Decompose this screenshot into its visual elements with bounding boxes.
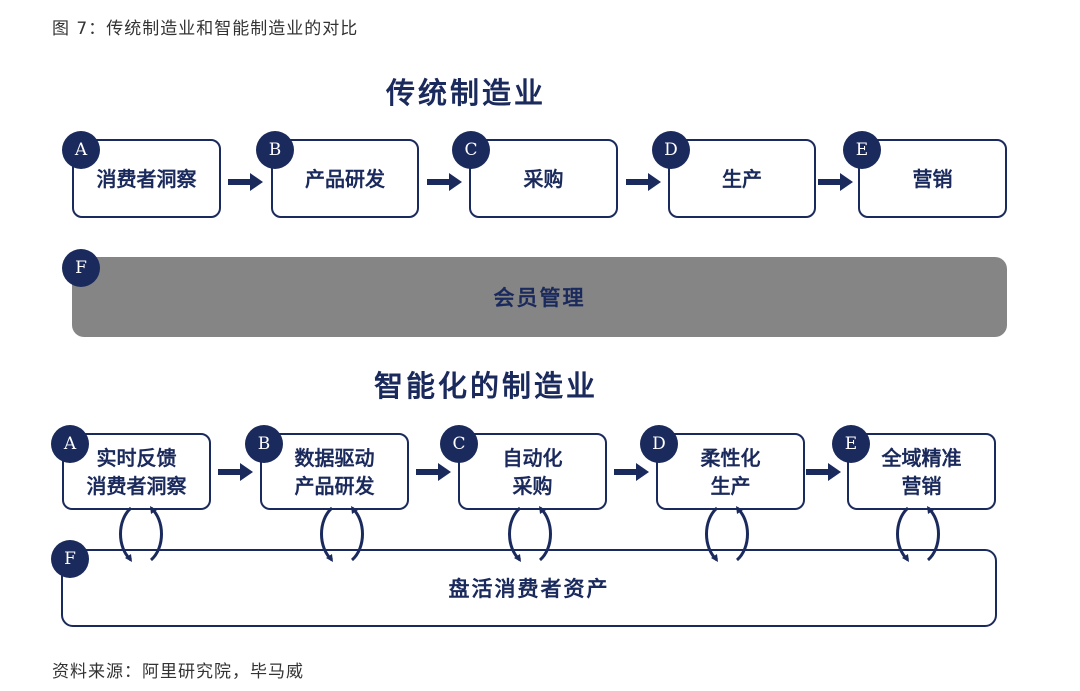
smart-step-b-label: 数据驱动 产品研发 <box>294 445 375 498</box>
smart-arrow-cd-icon <box>614 463 649 481</box>
smart-step-d-label: 柔性化 生产 <box>700 445 761 498</box>
trad-badge-e: E <box>843 131 881 169</box>
smart-title: 智能化的制造业 <box>374 369 599 403</box>
figure-caption: 图 7：传统制造业和智能制造业的对比 <box>52 19 359 39</box>
smart-cycle-c-icon <box>508 506 552 562</box>
trad-step-c-label: 采购 <box>523 166 564 191</box>
smart-step-c: 自动化 采购 <box>458 433 607 510</box>
smart-badge-d: D <box>640 425 678 463</box>
trad-badge-c: C <box>452 131 490 169</box>
smart-arrow-de-icon <box>806 463 841 481</box>
trad-step-d-label: 生产 <box>722 166 762 191</box>
trad-step-e-label: 营销 <box>912 166 953 191</box>
smart-cycle-d-icon <box>705 506 749 562</box>
smart-step-e: 全域精准 营销 <box>847 433 996 510</box>
trad-step-a: 消费者洞察 <box>72 139 221 218</box>
trad-step-b: 产品研发 <box>271 139 419 218</box>
smart-badge-c: C <box>440 425 478 463</box>
smart-step-e-label: 全域精准 营销 <box>881 445 962 498</box>
trad-base-label: 会员管理 <box>493 285 586 310</box>
smart-base-bar: 盘活消费者资产 <box>61 549 997 627</box>
trad-step-c: 采购 <box>469 139 618 218</box>
smart-badge-e: E <box>832 425 870 463</box>
smart-arrow-bc-icon <box>416 463 451 481</box>
trad-step-b-label: 产品研发 <box>305 166 385 191</box>
smart-badge-f: F <box>51 540 89 578</box>
trad-arrow-cd-icon <box>626 173 661 191</box>
trad-badge-b: B <box>256 131 294 169</box>
smart-arrow-ab-icon <box>218 463 253 481</box>
trad-step-d: 生产 <box>668 139 816 218</box>
smart-cycle-a-icon <box>119 506 163 562</box>
trad-badge-a: A <box>62 131 100 169</box>
smart-cycle-b-icon <box>320 506 364 562</box>
smart-badge-a: A <box>51 425 89 463</box>
trad-arrow-bc-icon <box>427 173 462 191</box>
trad-badge-f: F <box>62 249 100 287</box>
trad-arrow-ab-icon <box>228 173 263 191</box>
smart-cycle-e-icon <box>896 506 940 562</box>
smart-badge-b: B <box>245 425 283 463</box>
trad-arrow-de-icon <box>818 173 853 191</box>
smart-step-d: 柔性化 生产 <box>656 433 805 510</box>
trad-base-bar: 会员管理 <box>72 257 1007 337</box>
smart-step-b: 数据驱动 产品研发 <box>260 433 409 510</box>
trad-step-e: 营销 <box>858 139 1007 218</box>
smart-base-label: 盘活消费者资产 <box>448 576 610 601</box>
trad-step-a-label: 消费者洞察 <box>96 166 197 191</box>
smart-step-a-label: 实时反馈 消费者洞察 <box>86 445 187 498</box>
source-note: 资料来源：阿里研究院，毕马威 <box>52 662 304 682</box>
smart-step-c-label: 自动化 采购 <box>502 445 563 498</box>
trad-badge-d: D <box>652 131 690 169</box>
traditional-title: 传统制造业 <box>386 76 547 110</box>
